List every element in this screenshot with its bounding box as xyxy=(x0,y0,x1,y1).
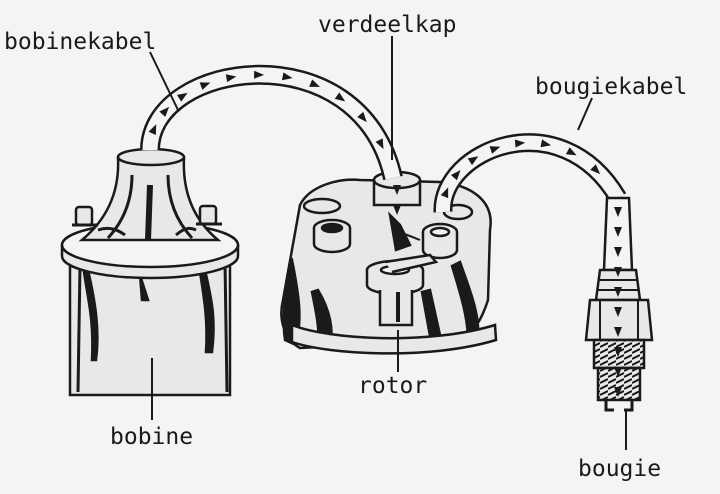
current-flow-arrow xyxy=(489,146,501,154)
current-flow-arrow xyxy=(614,387,622,397)
label-distributor-cap: verdeelkap xyxy=(318,12,456,38)
current-flow-arrow xyxy=(159,106,170,117)
current-flow-arrow xyxy=(281,72,293,81)
label-plug-cable: bougiekabel xyxy=(535,74,687,100)
leader-plug-cable xyxy=(577,97,593,131)
current-flow-arrow xyxy=(514,139,526,148)
current-flow-arrow xyxy=(393,205,401,215)
label-coil: bobine xyxy=(110,424,193,450)
current-flow-arrow xyxy=(614,227,622,237)
current-flow-arrow xyxy=(467,156,479,166)
current-flow-arrow xyxy=(614,207,622,217)
current-flow-arrow xyxy=(176,92,188,102)
current-flow-arrow xyxy=(614,287,622,297)
current-flow-arrow xyxy=(614,267,622,277)
current-flow-arrow xyxy=(614,327,622,337)
current-flow-arrow xyxy=(614,367,622,377)
current-flow-arrow xyxy=(614,307,622,317)
ignition-coil xyxy=(60,147,240,397)
current-flow-arrow xyxy=(614,347,622,357)
leader-coil-cable xyxy=(149,51,179,111)
current-flow-arrow xyxy=(440,187,449,199)
current-flow-arrow xyxy=(225,74,237,83)
current-flow-arrow xyxy=(334,92,346,102)
rotor xyxy=(365,253,439,327)
label-rotor: rotor xyxy=(358,373,427,399)
current-flow-arrow xyxy=(540,139,552,148)
current-flow-arrow xyxy=(614,247,622,257)
current-flow-arrow xyxy=(309,79,320,87)
leader-lines xyxy=(149,36,627,450)
label-coil-cable: bobinekabel xyxy=(4,29,156,55)
current-flow-arrow xyxy=(357,111,367,123)
label-spark-plug: bougie xyxy=(578,456,661,482)
current-flow-arrow xyxy=(565,147,577,156)
current-flow-arrow xyxy=(393,185,401,195)
coil-cable xyxy=(140,64,403,181)
current-flow-arrow xyxy=(375,138,384,150)
current-flow-arrow xyxy=(450,170,461,181)
current-flow-arrows xyxy=(148,70,622,397)
current-flow-arrow xyxy=(254,70,265,79)
current-flow-arrow xyxy=(199,82,211,90)
current-flow-arrow xyxy=(148,124,157,135)
current-flow-arrow xyxy=(590,164,601,175)
